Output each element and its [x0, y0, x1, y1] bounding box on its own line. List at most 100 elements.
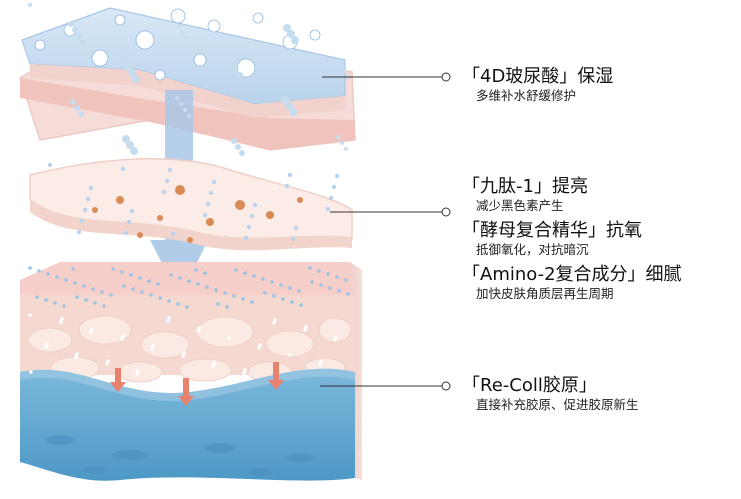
droplet: [167, 167, 173, 173]
droplet: [28, 3, 32, 7]
droplet: [185, 305, 189, 309]
droplet: [202, 212, 208, 218]
droplet: [68, 21, 74, 27]
droplets: [28, 3, 350, 376]
droplet: [270, 280, 274, 284]
droplet: [338, 63, 342, 67]
droplet: [304, 325, 308, 329]
droplet: [122, 135, 130, 143]
droplet: [29, 370, 33, 374]
droplet: [53, 301, 57, 305]
droplet: [344, 147, 348, 151]
callout-collagen: 「Re-Coll胶原」 直接补充胶原、促进胶原新生: [462, 375, 639, 413]
droplet: [285, 102, 293, 110]
droplet: [181, 354, 185, 358]
droplet: [149, 293, 153, 297]
droplet: [60, 317, 64, 321]
droplet: [293, 225, 299, 231]
callout-title: 「酵母复合精华」抗氧: [462, 220, 642, 241]
droplet: [340, 141, 344, 145]
droplet: [120, 270, 124, 274]
leader-lines: [320, 72, 451, 391]
droplet: [297, 289, 301, 293]
droplet: [82, 207, 88, 213]
droplet: [64, 278, 68, 282]
droplet: [232, 294, 236, 298]
droplet: [121, 334, 125, 338]
droplet: [342, 69, 346, 73]
droplet: [128, 69, 136, 77]
droplet: [105, 362, 109, 366]
droplet: [234, 268, 238, 272]
droplet: [344, 278, 348, 282]
droplet: [290, 300, 294, 304]
droplet: [120, 57, 128, 65]
droplet: [208, 190, 214, 196]
droplet: [223, 291, 227, 295]
droplet: [273, 318, 277, 322]
droplet: [289, 108, 297, 116]
droplet: [132, 75, 140, 83]
droplet: [257, 346, 261, 350]
droplet: [93, 301, 97, 305]
droplet: [70, 99, 76, 105]
droplet: [279, 283, 283, 287]
droplet: [84, 298, 88, 302]
droplet: [284, 183, 290, 189]
droplet: [135, 30, 155, 50]
droplet: [281, 96, 289, 104]
droplet: [182, 351, 186, 355]
droplet: [129, 273, 133, 277]
droplet: [59, 320, 63, 324]
droplet: [263, 291, 267, 295]
droplet: [175, 185, 185, 195]
droplet: [287, 30, 295, 38]
callout-title: 「4D玻尿酸」保湿: [462, 66, 614, 87]
droplet: [231, 138, 237, 144]
callout-title: 「Re-Coll胶原」: [462, 375, 597, 396]
droplet: [90, 327, 94, 331]
droplet: [116, 196, 124, 204]
droplet: [126, 219, 132, 225]
droplet: [151, 344, 155, 348]
droplet: [102, 304, 106, 308]
droplet: [72, 27, 78, 33]
droplet: [319, 360, 323, 364]
droplet: [258, 343, 262, 347]
droplet: [235, 200, 245, 210]
droplet: [170, 8, 186, 24]
droplet: [75, 295, 79, 299]
droplet: [179, 102, 183, 106]
droplet: [71, 267, 75, 271]
droplet: [74, 355, 78, 359]
droplet: [135, 372, 139, 376]
droplet: [283, 24, 291, 32]
droplet: [252, 12, 264, 24]
droplet: [124, 63, 132, 71]
droplet: [206, 218, 214, 226]
droplet: [229, 60, 235, 66]
droplet: [211, 179, 217, 185]
droplet: [281, 297, 285, 301]
droplet: [138, 276, 142, 280]
droplet: [318, 363, 322, 367]
droplet: [183, 108, 187, 112]
droplet: [235, 144, 241, 150]
droplet: [35, 295, 39, 299]
droplet: [34, 39, 46, 51]
droplet: [336, 135, 340, 139]
droplet: [328, 195, 334, 201]
droplet: [129, 208, 135, 214]
serum-layer: [29, 158, 353, 251]
droplet: [47, 162, 53, 168]
droplet: [297, 197, 303, 203]
droplet: [288, 353, 292, 357]
droplet: [207, 19, 221, 33]
callout-subtitle: 直接补充胶原、促进胶原新生: [476, 397, 639, 412]
droplet: [205, 285, 209, 289]
droplet: [46, 272, 50, 276]
droplet: [44, 298, 48, 302]
droplet: [308, 266, 312, 270]
droplet: [76, 229, 82, 235]
